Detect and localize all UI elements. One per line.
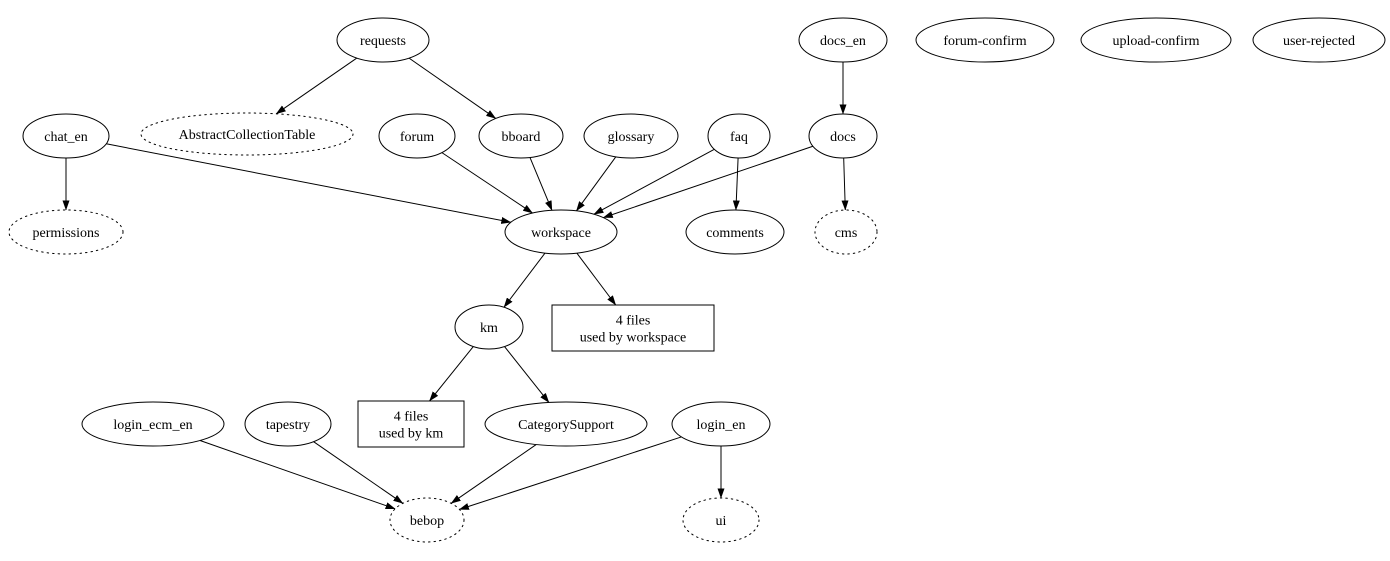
node-label: user-rejected bbox=[1283, 34, 1355, 49]
node-bboard: bboard bbox=[478, 113, 564, 159]
node-ellipse-shape bbox=[1080, 17, 1232, 63]
node-docs: docs bbox=[808, 113, 878, 159]
node-label: chat_en bbox=[44, 130, 88, 145]
node-label: login_ecm_en bbox=[113, 418, 192, 433]
node-cms: cms bbox=[814, 209, 878, 255]
node-upload-confirm: upload-confirm bbox=[1080, 17, 1232, 63]
node-label: comments bbox=[706, 226, 764, 241]
node-box-shape bbox=[551, 304, 715, 352]
node-ellipse-shape bbox=[389, 497, 465, 543]
node-ellipse-shape bbox=[504, 209, 618, 255]
node-ui: ui bbox=[682, 497, 760, 543]
node-forum: forum bbox=[378, 113, 456, 159]
node-tapestry: tapestry bbox=[244, 401, 332, 447]
node-ellipse-shape bbox=[685, 209, 785, 255]
node-ellipse-shape bbox=[682, 497, 760, 543]
node-ellipse-shape bbox=[583, 113, 679, 159]
node-label: docs bbox=[830, 130, 856, 145]
edge-login_en-bebop bbox=[458, 436, 682, 510]
node-ellipse-shape bbox=[808, 113, 878, 159]
edge-faq-workspace bbox=[593, 148, 715, 215]
node-label: 4 files bbox=[616, 314, 651, 329]
node-label: glossary bbox=[608, 130, 655, 145]
node-label: forum-confirm bbox=[943, 34, 1026, 49]
node-ellipse-shape bbox=[915, 17, 1055, 63]
node-label: upload-confirm bbox=[1112, 34, 1199, 49]
node-label: tapestry bbox=[266, 418, 310, 433]
node-km: km bbox=[454, 304, 524, 350]
node-label: AbstractCollectionTable bbox=[179, 128, 316, 143]
node-label: faq bbox=[730, 130, 748, 145]
edge-km-CategorySupport bbox=[504, 346, 550, 403]
node-comments: comments bbox=[685, 209, 785, 255]
node-label: bboard bbox=[502, 130, 541, 145]
node-ellipse-shape bbox=[707, 113, 771, 159]
node-chat_en: chat_en bbox=[22, 113, 110, 159]
node-ellipse-shape bbox=[244, 401, 332, 447]
edge-requests-AbstractCollectionTable bbox=[275, 57, 358, 115]
node-ellipse-shape bbox=[81, 401, 225, 447]
edge-forum-workspace bbox=[441, 152, 533, 214]
node-login_ecm_en: login_ecm_en bbox=[81, 401, 225, 447]
edge-faq-comments bbox=[732, 157, 740, 211]
edge-km-files-used-by-km bbox=[429, 346, 474, 402]
edge-workspace-files-used-by-workspace bbox=[576, 252, 617, 306]
node-ellipse-shape bbox=[22, 113, 110, 159]
node-ellipse-shape bbox=[478, 113, 564, 159]
node-permissions: permissions bbox=[8, 209, 124, 255]
edge-docs-cms bbox=[841, 157, 849, 211]
edge-chat_en-workspace bbox=[106, 143, 512, 224]
node-login_en: login_en bbox=[671, 401, 771, 447]
node-files-used-by-km: 4 files used by km bbox=[357, 400, 465, 448]
node-ellipse-shape bbox=[140, 112, 354, 156]
node-docs_en: docs_en bbox=[798, 17, 888, 63]
node-label: requests bbox=[360, 34, 406, 49]
node-bebop: bebop bbox=[389, 497, 465, 543]
node-workspace: workspace bbox=[504, 209, 618, 255]
edge-requests-bboard bbox=[408, 57, 497, 119]
node-CategorySupport: CategorySupport bbox=[484, 401, 648, 447]
node-glossary: glossary bbox=[583, 113, 679, 159]
node-ellipse-shape bbox=[8, 209, 124, 255]
edge-glossary-workspace bbox=[576, 156, 617, 212]
node-label: forum bbox=[400, 130, 434, 145]
node-files-used-by-workspace: 4 files used by workspace bbox=[551, 304, 715, 352]
node-ellipse-shape bbox=[798, 17, 888, 63]
node-AbstractCollectionTable: AbstractCollectionTable bbox=[140, 112, 354, 156]
node-label: cms bbox=[835, 226, 858, 241]
edge-workspace-km bbox=[503, 252, 546, 308]
edge-CategorySupport-bebop bbox=[450, 444, 537, 504]
node-label: docs_en bbox=[820, 34, 866, 49]
edge-login_ecm_en-bebop bbox=[199, 440, 396, 510]
node-forum-confirm: forum-confirm bbox=[915, 17, 1055, 63]
node-ellipse-shape bbox=[378, 113, 456, 159]
node-label: permissions bbox=[33, 226, 100, 241]
node-label: used by workspace bbox=[580, 331, 687, 346]
node-ellipse-shape bbox=[1252, 17, 1386, 63]
node-label: bebop bbox=[410, 514, 444, 529]
node-label: 4 files bbox=[394, 410, 429, 425]
node-label: km bbox=[480, 321, 498, 336]
node-ellipse-shape bbox=[336, 17, 430, 63]
node-label: ui bbox=[716, 514, 727, 529]
node-requests: requests bbox=[336, 17, 430, 63]
node-label: login_en bbox=[697, 418, 746, 433]
node-user-rejected: user-rejected bbox=[1252, 17, 1386, 63]
edge-bboard-workspace bbox=[529, 157, 553, 211]
edge-tapestry-bebop bbox=[313, 441, 404, 504]
node-ellipse-shape bbox=[454, 304, 524, 350]
node-box-shape bbox=[357, 400, 465, 448]
edge-docs-workspace bbox=[602, 145, 814, 219]
node-label: workspace bbox=[531, 226, 591, 241]
node-faq: faq bbox=[707, 113, 771, 159]
node-ellipse-shape bbox=[671, 401, 771, 447]
node-label: used by km bbox=[379, 427, 444, 442]
node-ellipse-shape bbox=[814, 209, 878, 255]
node-ellipse-shape bbox=[484, 401, 648, 447]
node-label: CategorySupport bbox=[518, 418, 614, 433]
